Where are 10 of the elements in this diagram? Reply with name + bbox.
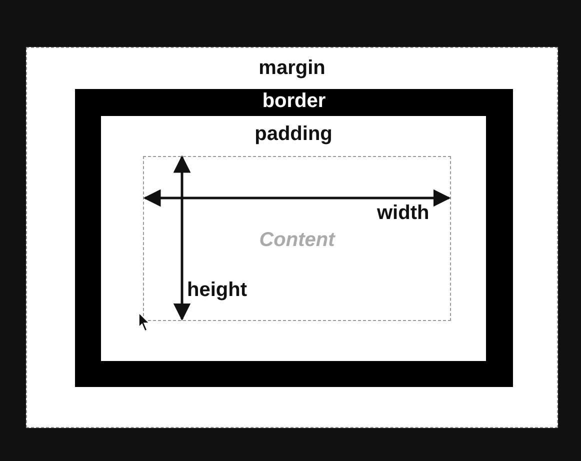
area-label: padding bbox=[254, 123, 332, 146]
dimension-label: width bbox=[377, 202, 430, 225]
dimension-label: height bbox=[187, 279, 247, 302]
padding-area bbox=[101, 116, 486, 361]
area-label: margin bbox=[258, 57, 326, 80]
margin-area bbox=[26, 47, 558, 428]
border-area bbox=[75, 89, 513, 387]
area-label: Content bbox=[259, 229, 335, 252]
content-area bbox=[143, 156, 451, 321]
area-label: border bbox=[262, 90, 326, 113]
